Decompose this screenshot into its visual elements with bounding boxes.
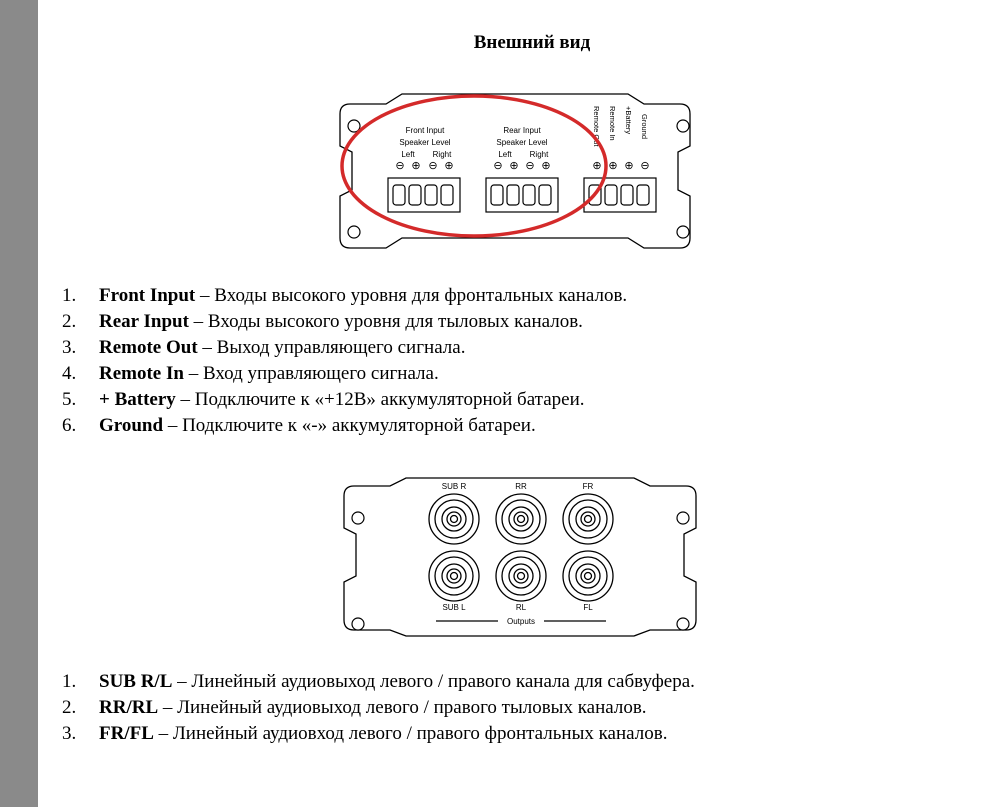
svg-text:⊕: ⊕ [624, 160, 633, 172]
svg-text:⊖: ⊖ [525, 160, 534, 172]
list-item: 1.Front Input – Входы высокого уровня дл… [62, 285, 628, 306]
remote-out-label: Remote Out [592, 106, 601, 147]
list-item: 4.Remote In – Вход управляющего сигнала. [62, 363, 439, 384]
svg-text:⊖: ⊖ [395, 160, 404, 172]
mount-hole-bl [351, 617, 365, 631]
mount-hole-tr [676, 511, 690, 525]
rear-input-label-1: Rear Input [503, 126, 541, 135]
sub-l-label: SUB L [442, 603, 466, 612]
svg-text:⊕: ⊕ [592, 160, 601, 172]
rear-right-label: Right [530, 150, 549, 159]
rr-label: RR [515, 482, 527, 491]
front-terminal-block [387, 177, 461, 213]
svg-text:⊕: ⊕ [411, 160, 420, 172]
front-left-label: Left [401, 150, 415, 159]
left-gutter [0, 0, 38, 807]
front-input-label-2: Speaker Level [399, 138, 450, 147]
rear-terminal-block [485, 177, 559, 213]
svg-text:⊖: ⊖ [640, 160, 649, 172]
list-item: 5.+ Battery – Подключите к «+12В» аккуму… [62, 389, 585, 410]
power-terminal-block [583, 177, 657, 213]
output-description-list: 1.SUB R/L – Линейный аудиовыход левого /… [62, 669, 695, 747]
front-input-label-1: Front Input [406, 126, 445, 135]
list-item: 2.Rear Input – Входы высокого уровня для… [62, 311, 583, 332]
page-top-fragment [62, 0, 182, 6]
mount-hole-br [676, 225, 690, 239]
mount-hole-bl [347, 225, 361, 239]
sub-r-label: SUB R [442, 482, 467, 491]
svg-text:⊖: ⊖ [493, 160, 502, 172]
fr-label: FR [583, 482, 594, 491]
page-title: Внешний вид [473, 32, 591, 53]
input-description-list: 1.Front Input – Входы высокого уровня дл… [62, 283, 627, 439]
svg-text:⊕: ⊕ [541, 160, 550, 172]
list-item: 3.Remote Out – Выход управляющего сигнал… [62, 337, 466, 358]
list-item: 1.SUB R/L – Линейный аудиовыход левого /… [62, 671, 695, 692]
list-item: 2.RR/RL – Линейный аудиовыход левого / п… [62, 697, 647, 718]
outputs-label: Outputs [507, 617, 535, 626]
rear-left-label: Left [498, 150, 512, 159]
remote-in-label: Remote In [608, 106, 617, 141]
annotation-circle [340, 94, 608, 238]
battery-label: +Battery [624, 106, 633, 134]
svg-text:⊕: ⊕ [509, 160, 518, 172]
amplifier-input-panel: Front Input Speaker Level Left Right Rea… [339, 93, 691, 249]
ground-label: Ground [640, 114, 649, 139]
svg-text:⊕: ⊕ [444, 160, 453, 172]
rca-jacks [428, 493, 614, 602]
mount-hole-br [676, 617, 690, 631]
list-item: 3.FR/FL – Линейный аудиовход левого / пр… [62, 723, 668, 744]
list-item: 6.Ground – Подключите к «-» аккумуляторн… [62, 415, 536, 436]
mount-hole-tr [676, 119, 690, 133]
rear-input-label-2: Speaker Level [496, 138, 547, 147]
svg-text:⊕: ⊕ [608, 160, 617, 172]
amplifier-output-panel: SUB R RR FR SUB L RL FL Outputs [343, 477, 697, 637]
mount-hole-tl [351, 511, 365, 525]
svg-text:⊖: ⊖ [428, 160, 437, 172]
mount-hole-tl [347, 119, 361, 133]
rl-label: RL [516, 603, 527, 612]
fl-label: FL [583, 603, 593, 612]
front-right-label: Right [433, 150, 452, 159]
